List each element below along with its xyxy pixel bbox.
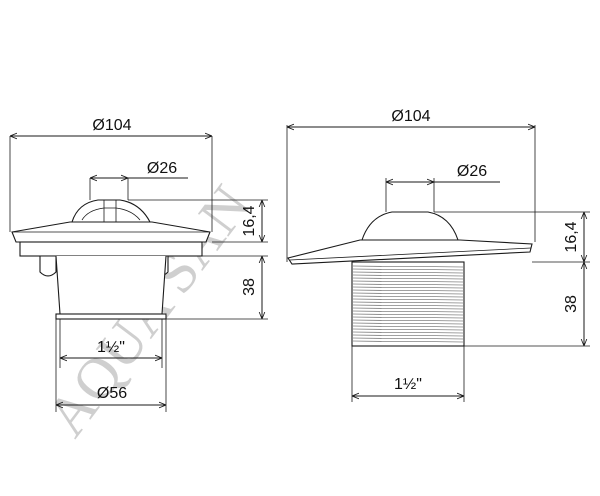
- thread-line: [352, 271, 464, 274]
- left-dim-top-height-label: 16,4: [241, 205, 258, 236]
- left-dim-base-diameter: Ø56: [55, 319, 167, 412]
- left-dim-thread-label: 1½": [97, 339, 125, 356]
- thread-line: [352, 295, 464, 298]
- right-dim-top-diameter: Ø26: [385, 163, 500, 212]
- thread-line: [352, 316, 464, 319]
- right-dim-outer-diameter: Ø104: [286, 108, 536, 262]
- left-dim-outer-diameter: Ø104: [9, 117, 213, 232]
- thread-line: [352, 307, 464, 310]
- left-dim-base-diameter-label: Ø56: [97, 385, 127, 402]
- thread-line: [352, 301, 464, 304]
- left-dim-top-diameter: Ø26: [89, 160, 188, 200]
- thread-line: [352, 310, 464, 313]
- left-view: Ø104 Ø26: [9, 117, 268, 412]
- right-dim-body-height: 38: [464, 262, 590, 347]
- thread-line: [352, 274, 464, 277]
- thread-line: [352, 334, 464, 337]
- thread-line: [352, 289, 464, 292]
- thread-line: [352, 286, 464, 289]
- thread-line: [352, 265, 464, 268]
- thread-line: [352, 292, 464, 295]
- thread-line: [352, 325, 464, 328]
- left-dim-body-height: 38: [166, 255, 268, 320]
- right-dim-top-height: 16,4: [434, 211, 590, 263]
- thread-line: [352, 268, 464, 271]
- thread-line: [352, 313, 464, 316]
- thread-line: [352, 319, 464, 322]
- thread-line: [352, 277, 464, 280]
- thread-line: [352, 304, 464, 307]
- thread-line: [352, 337, 464, 340]
- left-dim-body-height-label: 38: [241, 278, 258, 296]
- thread-line: [352, 280, 464, 283]
- right-dim-top-height-label: 16,4: [563, 221, 580, 252]
- right-dim-thread: 1½": [351, 346, 465, 402]
- left-dim-top-height: 16,4: [128, 199, 268, 243]
- right-threaded-body: [351, 261, 465, 347]
- thread-line: [352, 283, 464, 286]
- right-view: Ø104 Ø26 16,4: [286, 108, 590, 402]
- thread-line: [352, 322, 464, 325]
- thread-line: [352, 328, 464, 331]
- right-dim-thread-label: 1½": [394, 376, 422, 393]
- left-dim-thread: 1½": [60, 339, 162, 358]
- right-dim-body-height-label: 38: [563, 295, 580, 313]
- right-part-body: [287, 211, 533, 347]
- right-dim-top-diameter-label: Ø26: [457, 163, 487, 180]
- thread-line: [352, 298, 464, 301]
- thread-line: [352, 340, 464, 343]
- left-dim-top-diameter-label: Ø26: [147, 160, 177, 177]
- right-thread-lines: [352, 265, 464, 343]
- thread-line: [352, 331, 464, 334]
- right-dim-outer-diameter-label: Ø104: [391, 108, 430, 125]
- left-part-body: [11, 199, 211, 368]
- left-dim-outer-diameter-label: Ø104: [92, 117, 131, 134]
